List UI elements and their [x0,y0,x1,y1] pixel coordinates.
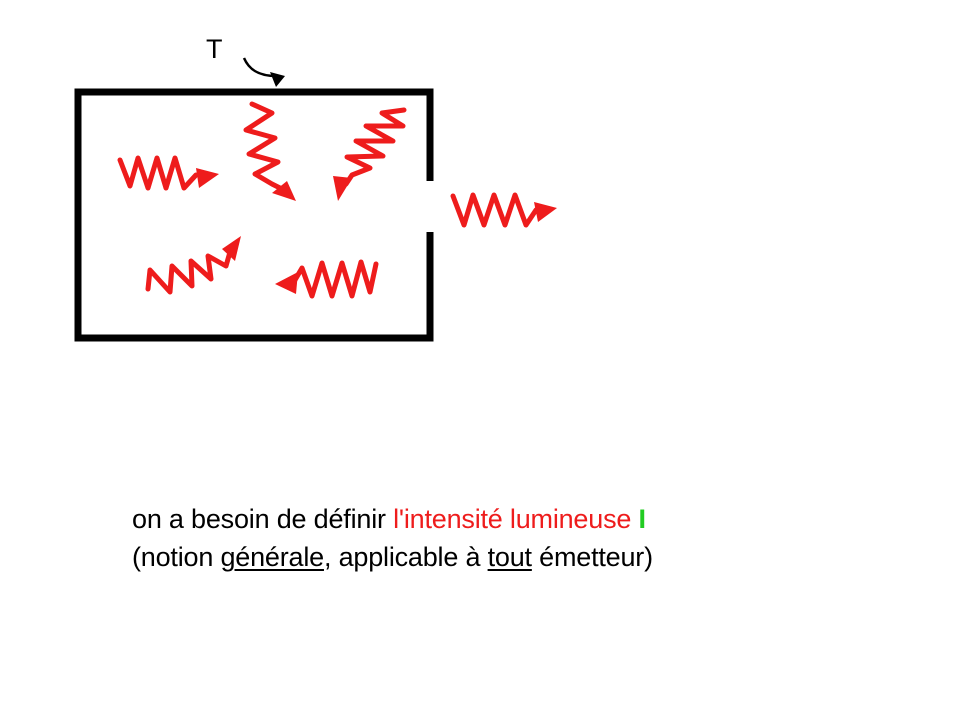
underlined-tout: tout [487,542,532,572]
emitted-radiation-wave [450,192,557,228]
temperature-label: T [206,34,223,64]
underlined-generale: générale [220,542,324,572]
caption-line-2: (notion générale, applicable à tout émet… [132,538,653,576]
caption-line-1: on a besoin de définir l'intensité lumin… [132,500,653,538]
temperature-pointer-arrowhead [270,72,285,87]
radiation-wave-1 [117,155,219,191]
radiation-wave-5 [275,259,379,299]
caption-close: émetteur) [531,542,653,572]
luminous-intensity-term: l'intensité lumineuse [393,504,632,534]
intensity-symbol: I [638,504,647,534]
cavity-box [74,88,434,342]
caption-prefix: on a besoin de définir [132,504,394,534]
caption-text: on a besoin de définir l'intensité lumin… [132,500,653,576]
radiation-wave-2 [243,101,296,201]
caption-middle: , applicable à [323,542,488,572]
radiation-wave-3 [333,107,407,201]
caption-open: (notion [132,542,221,572]
radiation-wave-4 [145,236,241,295]
